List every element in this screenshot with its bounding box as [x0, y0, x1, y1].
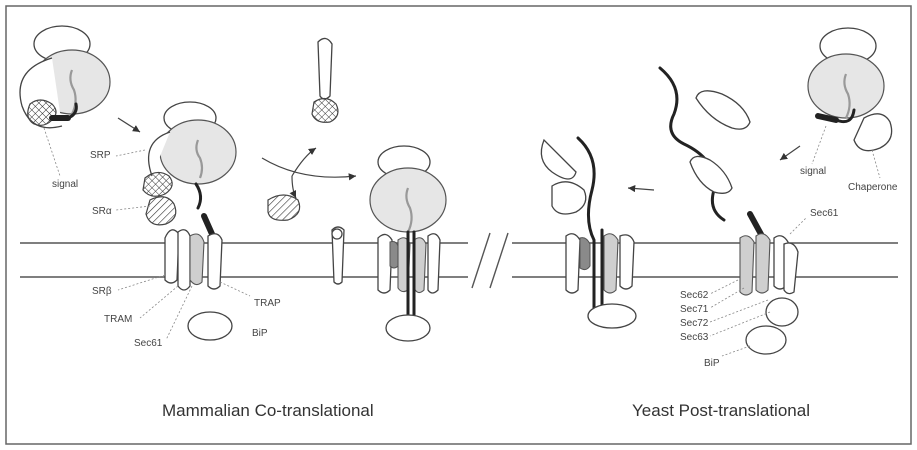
- srp-recycling: [262, 38, 356, 284]
- caption-mammalian: Mammalian Co-translational: [162, 401, 374, 420]
- label-sr-beta: SRβ: [92, 286, 112, 297]
- label-sr-alpha: SRα: [92, 206, 112, 217]
- label-sec61-right: Sec61: [810, 208, 839, 219]
- label-sec71: Sec71: [680, 304, 709, 315]
- caption-yeast: Yeast Post-translational: [632, 401, 810, 420]
- label-sec72: Sec72: [680, 318, 709, 329]
- ribosome-signal-chaperone: [808, 28, 892, 151]
- label-tram: TRAM: [104, 314, 132, 325]
- bip-left: [188, 312, 232, 340]
- label-trap: TRAP: [254, 298, 281, 309]
- break-mark: [472, 233, 490, 288]
- label-bip-left: BiP: [252, 328, 268, 339]
- figure-frame: [6, 6, 911, 444]
- yeast-translocating: [541, 138, 636, 328]
- label-signal-left: signal: [52, 179, 78, 190]
- label-chaperone: Chaperone: [848, 182, 898, 193]
- label-bip-right: BiP: [704, 358, 720, 369]
- label-srp: SRP: [90, 150, 111, 161]
- label-signal-right: signal: [800, 166, 826, 177]
- ribosome-docking: [143, 102, 236, 290]
- ribosome-srp-complex: [20, 26, 110, 128]
- ribosome-translocating: [370, 146, 446, 341]
- label-sec61-left: Sec61: [134, 338, 163, 349]
- label-sec63: Sec63: [680, 332, 709, 343]
- label-sec62: Sec62: [680, 290, 709, 301]
- break-mark: [490, 233, 508, 288]
